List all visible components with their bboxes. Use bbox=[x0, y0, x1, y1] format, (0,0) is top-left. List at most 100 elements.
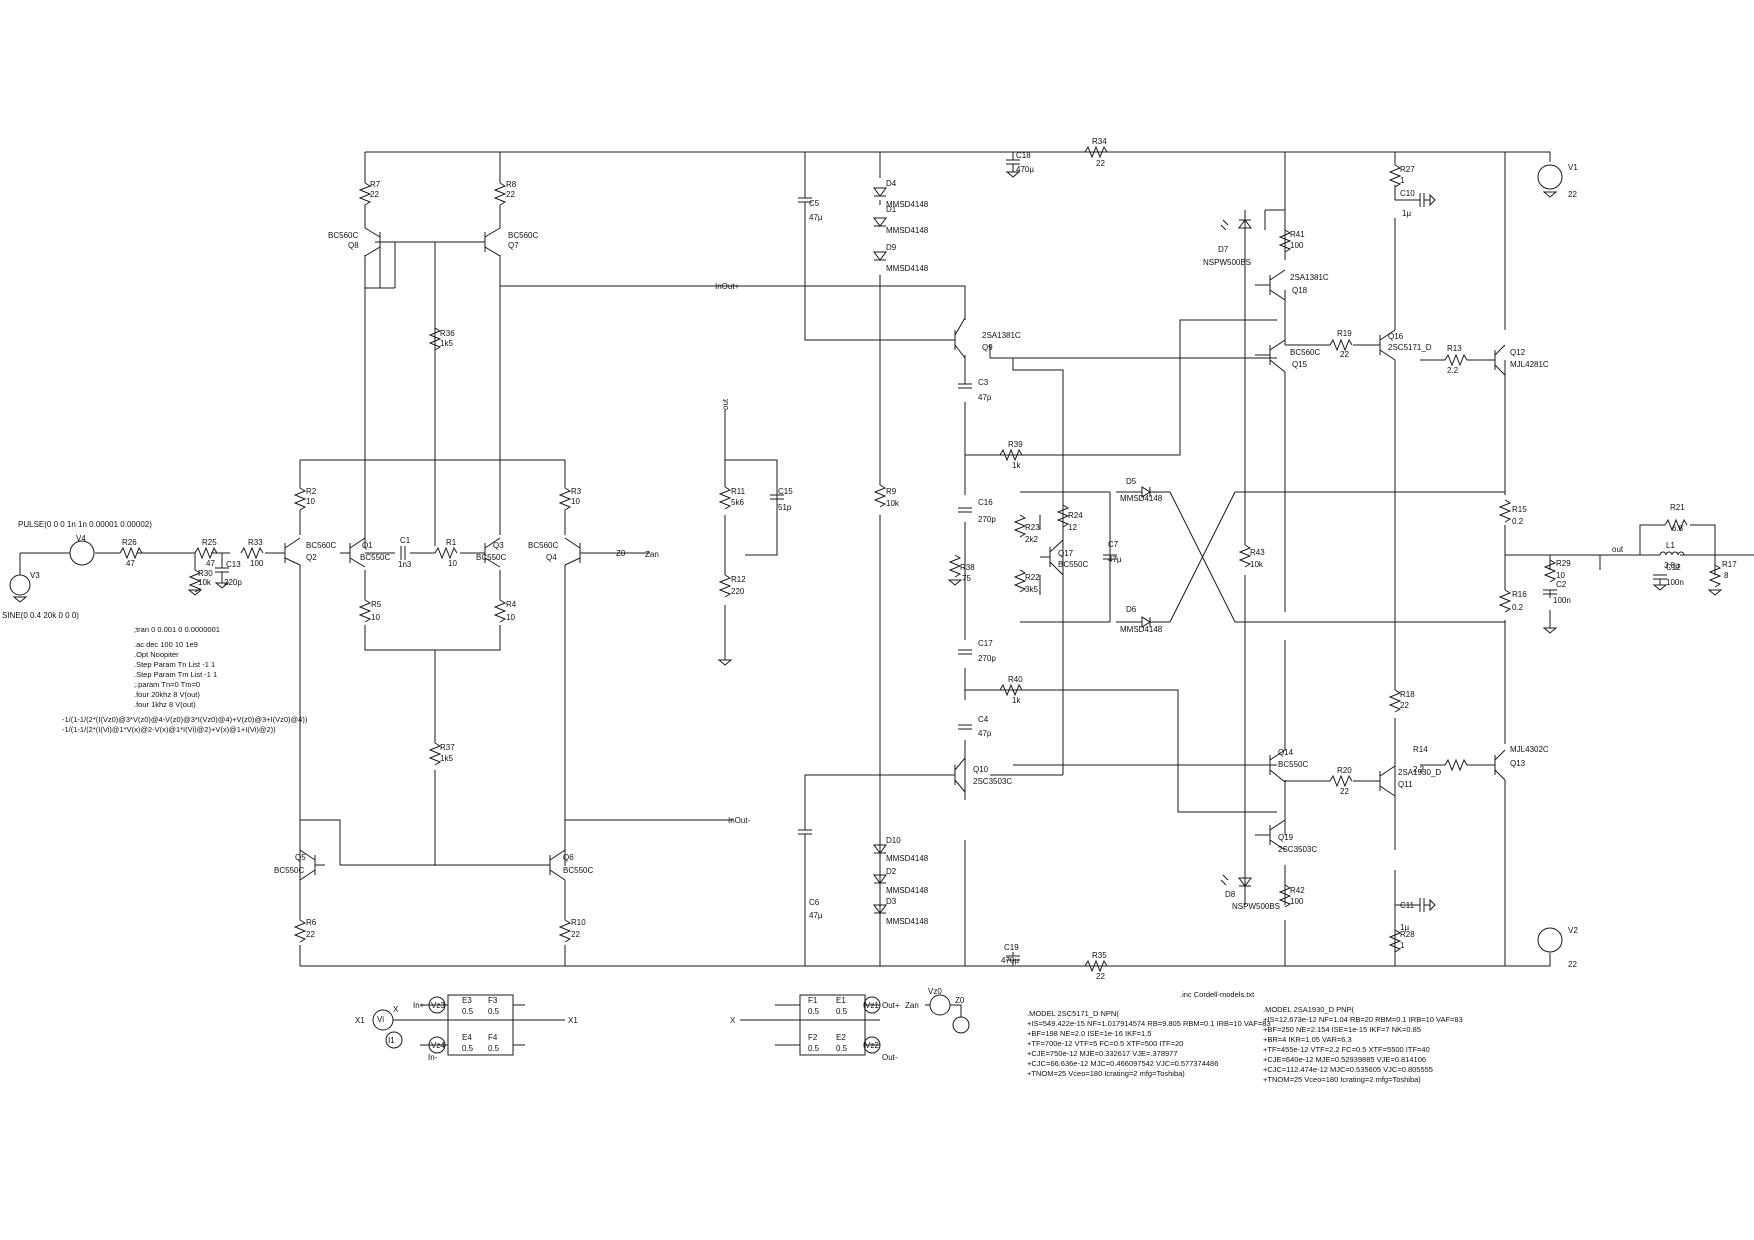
component-symbols bbox=[9, 145, 1723, 1056]
label-x1-left: X1 bbox=[355, 1016, 365, 1025]
value-r4: 10 bbox=[506, 613, 515, 622]
value-r6: 22 bbox=[306, 930, 315, 939]
value-r18: 22 bbox=[1400, 701, 1409, 710]
label-q2: Q2 bbox=[306, 553, 317, 562]
directive-line: ;tran 0 0.001 0 0.0000001 bbox=[134, 625, 220, 634]
resistor-r25 bbox=[194, 546, 218, 560]
label-d1: D1 bbox=[886, 205, 897, 214]
label-r11: R11 bbox=[731, 487, 746, 496]
label-r10: R10 bbox=[571, 918, 586, 927]
value-r20: 22 bbox=[1340, 787, 1349, 796]
model-d10: MMSD4148 bbox=[886, 854, 929, 863]
value-r3: 10 bbox=[571, 497, 580, 506]
label-vz2: Vz2 bbox=[865, 1041, 879, 1050]
label-r8: R8 bbox=[506, 180, 517, 189]
resistor-r38 bbox=[948, 554, 962, 578]
model-q16: 2SC5171_D bbox=[1388, 343, 1432, 352]
model-d5: MMSD4148 bbox=[1120, 494, 1163, 503]
transistor-q12 bbox=[1494, 344, 1506, 376]
resistor-r6 bbox=[293, 919, 307, 943]
label-r12: R12 bbox=[731, 575, 746, 584]
label-z0: Z0 bbox=[616, 549, 626, 558]
value-r28: 1 bbox=[1400, 941, 1405, 950]
vz2-source bbox=[863, 1036, 881, 1054]
value-r25: 47 bbox=[206, 559, 215, 568]
model-d6: MMSD4148 bbox=[1120, 625, 1163, 634]
model-q14: BC550C bbox=[1278, 760, 1308, 769]
value-r34: 22 bbox=[1096, 159, 1105, 168]
transistor-q6 bbox=[540, 849, 566, 881]
label-r29: R29 bbox=[1556, 559, 1571, 568]
value-f1: 0.5 bbox=[808, 1007, 820, 1016]
wires bbox=[19, 151, 1754, 967]
directive-line: .Opt Noopiter bbox=[134, 650, 179, 659]
source-v1 bbox=[1537, 164, 1563, 190]
label-c7: C7 bbox=[1108, 540, 1119, 549]
label-q12: Q12 bbox=[1510, 348, 1526, 357]
value-r30: 10k bbox=[198, 578, 212, 587]
label-q19: Q19 bbox=[1278, 833, 1294, 842]
label-d7: D7 bbox=[1218, 245, 1229, 254]
label-q5: Q5 bbox=[295, 853, 306, 862]
resistor-r43 bbox=[1238, 544, 1252, 568]
value-r38: 75 bbox=[962, 574, 971, 583]
directive-line: .four 1khz 8 V(out) bbox=[134, 700, 196, 709]
transistor-q9 bbox=[945, 317, 966, 359]
label-x-right: X bbox=[730, 1016, 736, 1025]
label-r20: R20 bbox=[1337, 766, 1352, 775]
value-r11: 5k6 bbox=[731, 498, 744, 507]
model-line: +IS=549.422e-15 NF=1.017914574 RB=9.805 … bbox=[1027, 1019, 1271, 1028]
transistor-q8 bbox=[364, 205, 392, 257]
label-z0-bottom: Z0 bbox=[955, 996, 965, 1005]
value-e2: 0.5 bbox=[836, 1044, 848, 1053]
label-r9: R9 bbox=[886, 487, 897, 496]
transistor-q1 bbox=[340, 537, 366, 568]
label-out-minus: Out- bbox=[882, 1053, 898, 1062]
capacitor-c16 bbox=[958, 507, 972, 513]
model-npn: .MODEL 2SC5171_D NPN( +IS=549.422e-15 NF… bbox=[1027, 1009, 1271, 1078]
resistor-r29 bbox=[1543, 559, 1557, 583]
value-r17: 8 bbox=[1724, 571, 1729, 580]
transistor-q7 bbox=[475, 205, 501, 257]
model-q5: BC550C bbox=[274, 866, 304, 875]
vz3-source bbox=[428, 996, 446, 1014]
resistor-r2 bbox=[293, 487, 307, 511]
label-r15: R15 bbox=[1512, 505, 1527, 514]
label-zan-bottom: Zan bbox=[905, 1001, 919, 1010]
resistor-r30 bbox=[188, 569, 202, 593]
model-q1: BC550C bbox=[360, 553, 390, 562]
labels: PULSE(0 0 0 1n 1n 0.00001 0.00002) SINE(… bbox=[2, 137, 1737, 1084]
value-l1: 3.8µ bbox=[1664, 561, 1680, 570]
model-line: +TNOM=25 Vceo=180 Icrating=2 mfg=Toshiba… bbox=[1263, 1075, 1421, 1084]
label-e1: E1 bbox=[836, 996, 846, 1005]
resistor-r26 bbox=[119, 546, 143, 560]
value-r22: 3k5 bbox=[1025, 585, 1038, 594]
label-r5: R5 bbox=[371, 600, 382, 609]
label-q15: Q15 bbox=[1292, 360, 1308, 369]
value-c19: 470µ bbox=[1001, 956, 1019, 965]
resistor-r18 bbox=[1388, 689, 1402, 713]
label-inout-minus: InOut- bbox=[728, 816, 751, 825]
value-c18: 470µ bbox=[1016, 165, 1034, 174]
label-r28: R28 bbox=[1400, 930, 1415, 939]
value-c11: 1µ bbox=[1400, 923, 1409, 932]
model-q11: 2SA1930_D bbox=[1398, 768, 1441, 777]
transistor-q11 bbox=[1375, 765, 1396, 797]
value-r7: 22 bbox=[370, 190, 379, 199]
value-c3: 47p bbox=[978, 393, 992, 402]
model-pnp: .MODEL 2SA1930_D PNP( +IS=12.673e-12 NF=… bbox=[1263, 1005, 1463, 1084]
label-d6: D6 bbox=[1126, 605, 1137, 614]
model-q7: BC560C bbox=[508, 231, 538, 240]
value-r40: 1k bbox=[1012, 696, 1021, 705]
label-v2: V2 bbox=[1568, 926, 1578, 935]
model-line: +CJE=750e-12 MJE=0.332617 VJE=.378977 bbox=[1027, 1049, 1178, 1058]
label-vz4: Vz4 bbox=[431, 1041, 445, 1050]
model-line: +CJE=640e-12 MJE=0.52939885 VJE=0.814106 bbox=[1263, 1055, 1426, 1064]
model-q9: 2SA1381C bbox=[982, 331, 1021, 340]
source-vz0 bbox=[929, 994, 951, 1016]
label-q3: Q3 bbox=[493, 541, 504, 550]
model-q2: BC560C bbox=[306, 541, 336, 550]
value-c12: 100n bbox=[1666, 578, 1684, 587]
model-line: .MODEL 2SA1930_D PNP( bbox=[1263, 1005, 1355, 1014]
value-r8: 22 bbox=[506, 190, 515, 199]
